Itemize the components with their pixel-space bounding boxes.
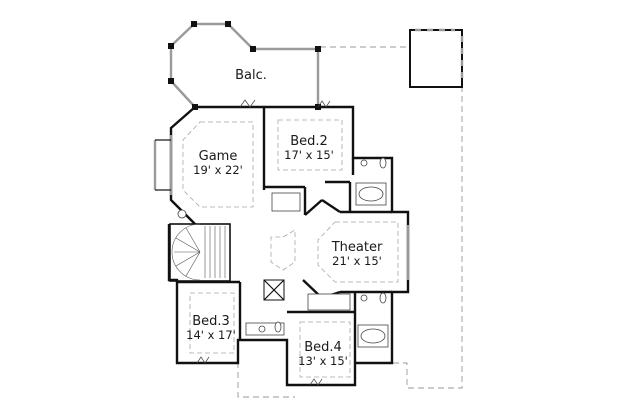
bed2-suite [239, 99, 387, 215]
room-label-balcony: Balc. [235, 69, 267, 83]
roof-outline [237, 46, 463, 398]
room-dimensions: 14' x 17' [186, 327, 236, 342]
room-label-bed3: Bed.3 14' x 17' [186, 315, 236, 341]
central-hall [263, 199, 323, 301]
room-dimensions: 17' x 15' [284, 147, 334, 162]
bed3-suite [177, 280, 285, 364]
room-dimensions: 13' x 15' [298, 353, 348, 368]
room-name: Theater [331, 240, 383, 256]
room-name: Game [198, 149, 238, 165]
room-name: Bed.2 [290, 134, 328, 150]
room-label-bed4: Bed.4 13' x 15' [298, 341, 348, 367]
room-dimensions: 19' x 22' [193, 162, 243, 177]
room-name: Bed.4 [304, 340, 342, 356]
room-dimensions: 21' x 15' [332, 253, 382, 268]
spiral-staircase [169, 209, 231, 282]
room-label-game: Game 19' x 22' [193, 150, 243, 176]
room-name: Balc. [235, 68, 267, 84]
room-label-theater: Theater 21' x 15' [332, 241, 383, 267]
gazebo-outline [409, 28, 464, 88]
balcony-outline [168, 21, 321, 110]
room-label-bed2: Bed.2 17' x 15' [284, 135, 334, 161]
room-name: Bed.3 [192, 314, 230, 330]
game-room-walls [153, 121, 254, 208]
bed4-suite [287, 292, 389, 386]
